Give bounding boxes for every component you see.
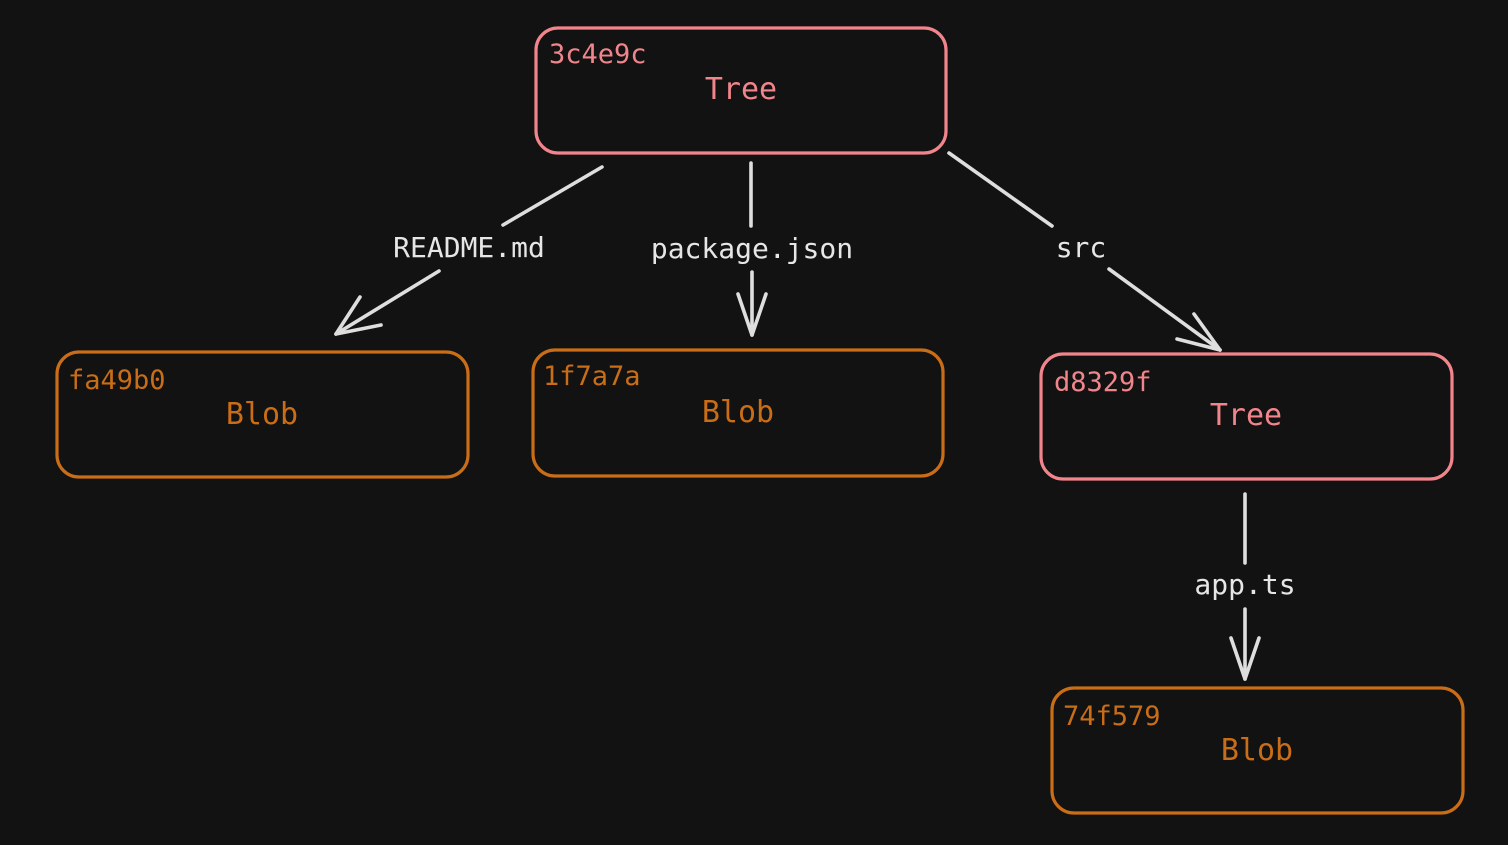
edge-readme: README.md	[334, 165, 604, 336]
node-hash: 74f579	[1063, 701, 1161, 732]
edge-line	[947, 151, 1054, 228]
node-package-blob[interactable]: 1f7a7a Blob	[531, 348, 945, 478]
edge-package: package.json	[651, 161, 853, 337]
node-box	[1039, 352, 1454, 481]
edge-line	[334, 269, 441, 336]
node-kind: Blob	[1221, 733, 1293, 768]
node-root-tree[interactable]: 3c4e9c Tree	[534, 26, 948, 155]
node-app-blob[interactable]: 74f579 Blob	[1050, 686, 1465, 815]
arrowhead	[736, 292, 768, 337]
node-box	[531, 348, 945, 478]
node-hash: fa49b0	[68, 365, 166, 396]
arrowhead	[1229, 636, 1261, 681]
arrowhead	[334, 295, 383, 336]
node-kind: Blob	[226, 397, 298, 432]
edge-line	[1107, 267, 1222, 352]
edge-src: src	[947, 151, 1222, 352]
node-src-tree[interactable]: d8329f Tree	[1039, 352, 1454, 481]
node-box	[55, 350, 470, 479]
node-readme-blob[interactable]: fa49b0 Blob	[55, 350, 470, 479]
node-box	[534, 26, 948, 155]
edge-app: app.ts	[1194, 492, 1296, 681]
edge-line	[501, 165, 604, 227]
edge-label: package.json	[651, 232, 853, 265]
arrowhead	[1175, 312, 1222, 352]
edge-label: app.ts	[1194, 568, 1295, 601]
node-box	[1050, 686, 1465, 815]
edge-label: src	[1056, 231, 1107, 264]
node-hash: d8329f	[1054, 367, 1152, 398]
node-kind: Tree	[1210, 398, 1282, 433]
node-kind: Blob	[702, 395, 774, 430]
edge-label: README.md	[393, 231, 545, 264]
node-hash: 3c4e9c	[549, 39, 647, 70]
node-hash: 1f7a7a	[543, 361, 641, 392]
node-kind: Tree	[705, 72, 777, 107]
